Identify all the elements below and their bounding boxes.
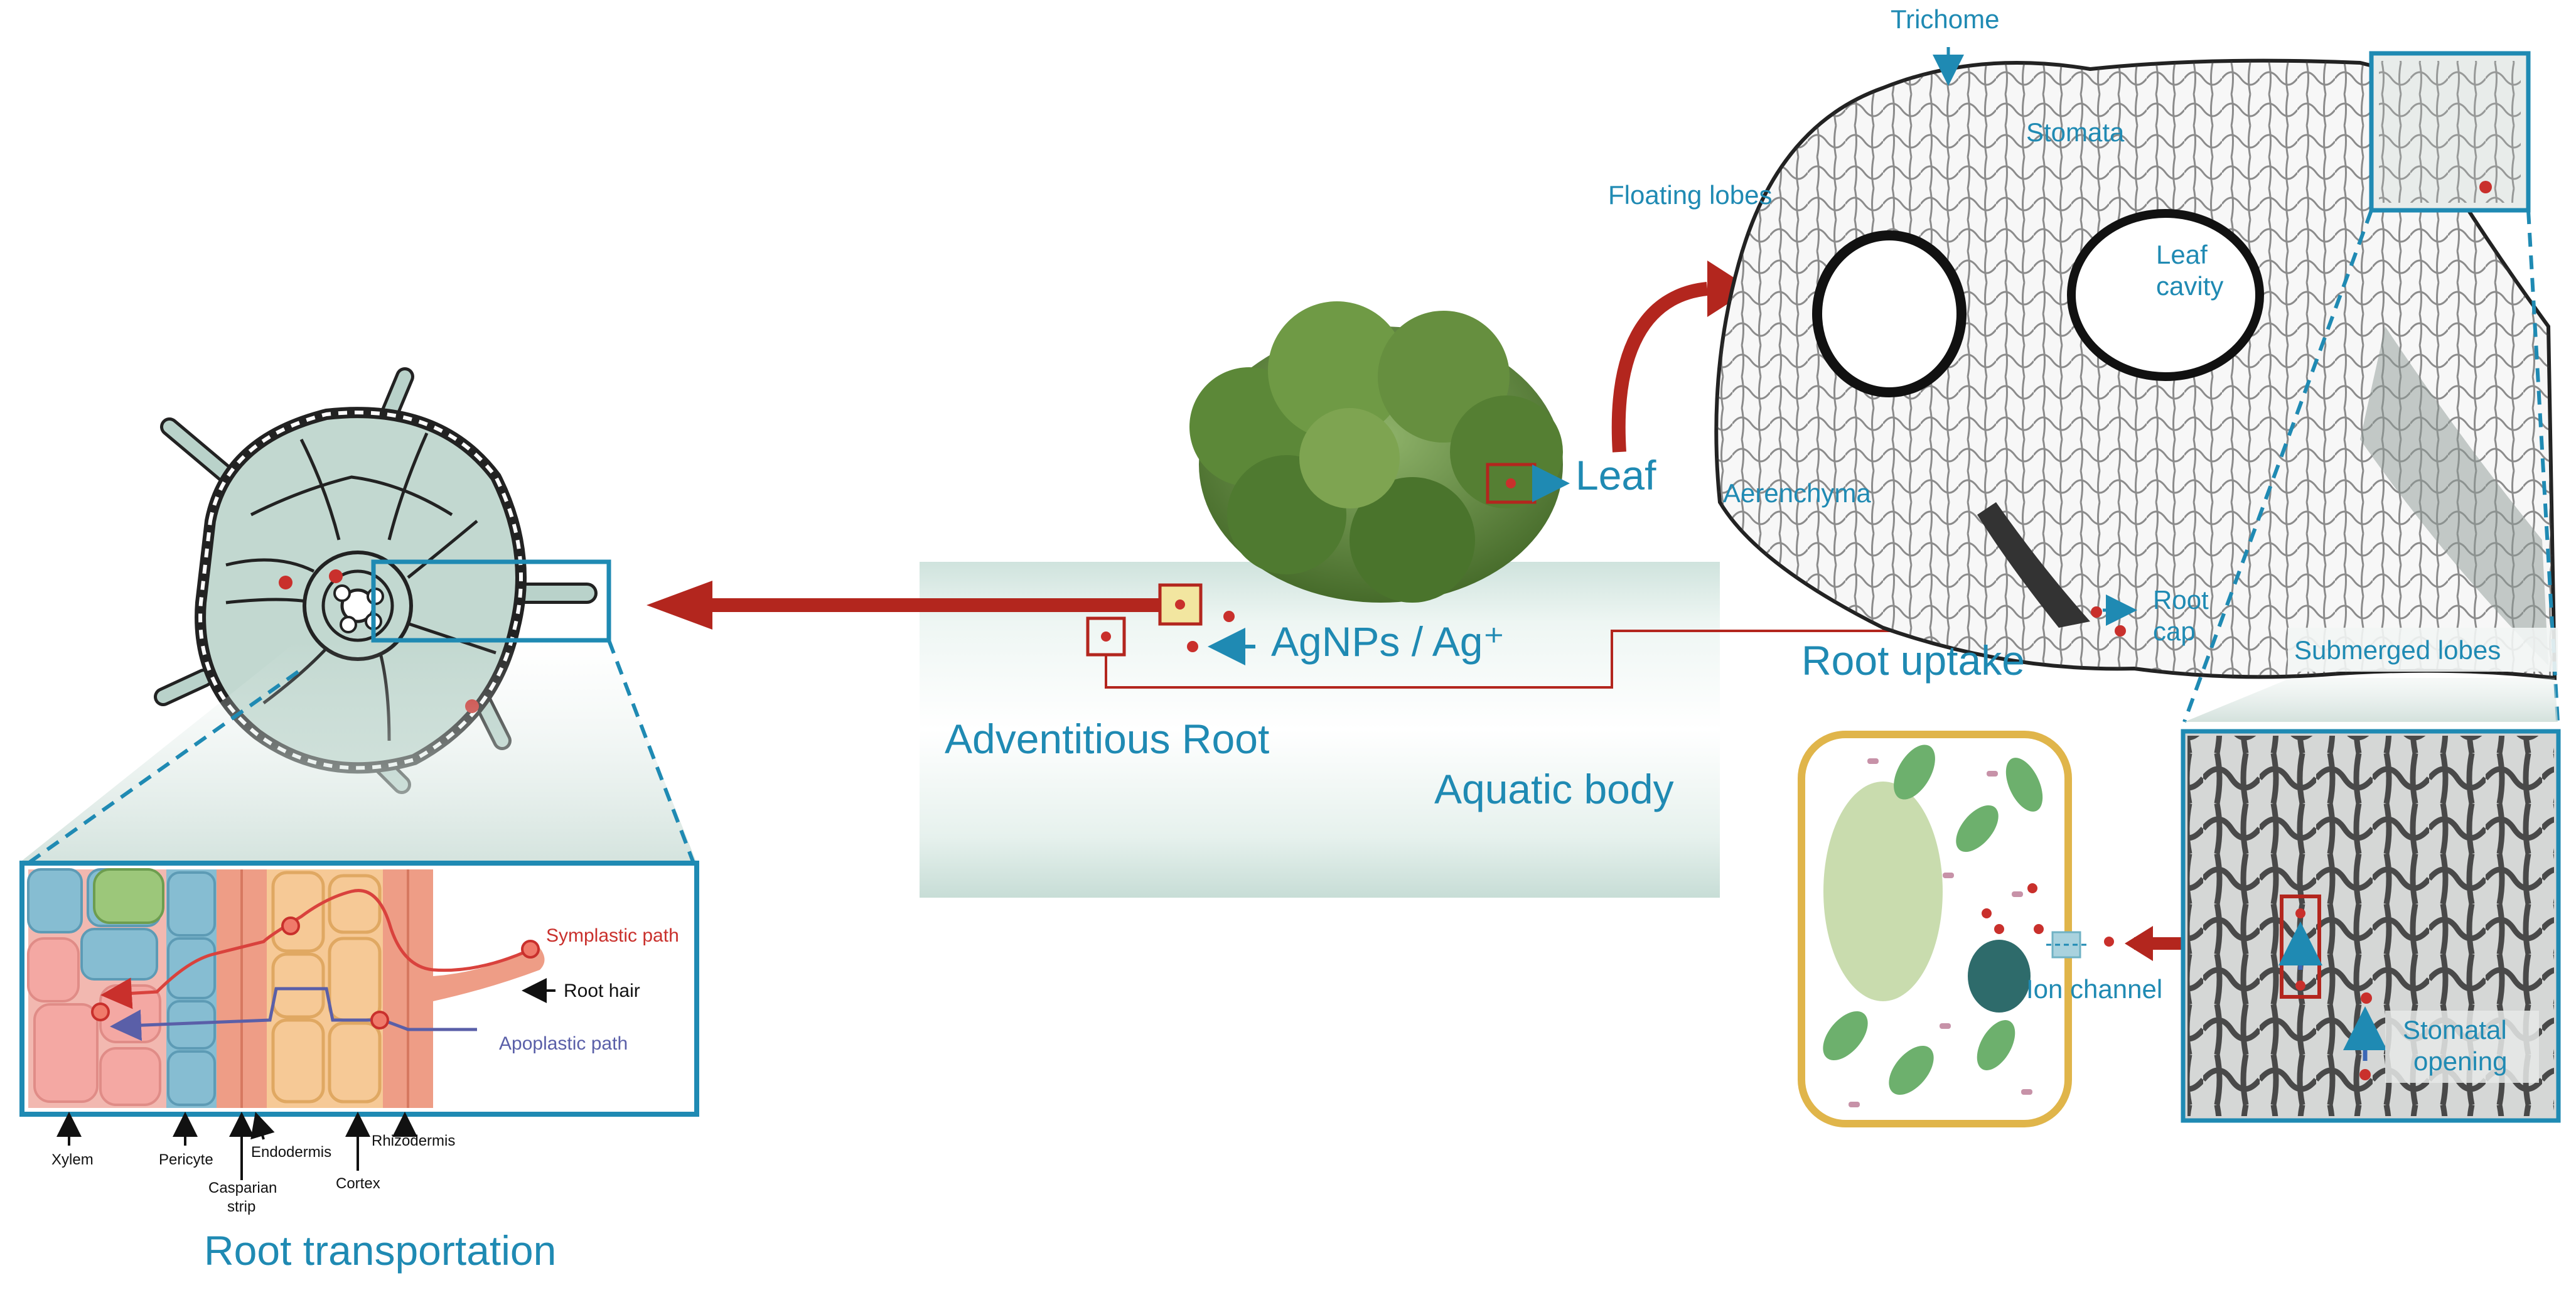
submerged-lobes-label: Submerged lobes [2294, 635, 2501, 665]
leaf-cavity-label: Leaf [2156, 240, 2208, 269]
pericyte-label: Pericyte [159, 1151, 213, 1168]
stomatal-opening-label: Stomatal [2403, 1015, 2507, 1045]
root-hair-label: Root hair [564, 981, 640, 1001]
rhizodermis-label: Rhizodermis [372, 1132, 455, 1149]
leaf-cross-section: Trichome Stomata Floating lobes Leaf cav… [1608, 4, 2560, 723]
chloroplast [1889, 1045, 1934, 1095]
adventitious-root-label: Adventitious Root [945, 716, 1269, 762]
particle [91, 1002, 110, 1021]
stomata-label: Stomata [2026, 117, 2125, 147]
chloroplast [1956, 805, 1999, 852]
particle [2295, 908, 2305, 918]
endodermis-label: Endodermis [251, 1144, 331, 1161]
chloroplast [1894, 744, 1935, 800]
particle [1101, 632, 1111, 642]
root-cap-label: cap [2153, 616, 2196, 646]
particle [1175, 599, 1185, 610]
vacuole [1823, 782, 1943, 1001]
plant-cell: Ion channel [1798, 731, 2162, 1127]
casparian-strip-label: strip [227, 1198, 255, 1215]
particle [2361, 992, 2372, 1004]
particle [370, 1011, 389, 1029]
aerenchyma-label: Aerenchyma [1723, 478, 1871, 508]
particle [2091, 606, 2102, 618]
particle [2295, 981, 2305, 991]
leaf-label: Leaf [1575, 452, 1656, 498]
particle [2104, 937, 2114, 947]
chloroplast [1823, 1011, 1868, 1061]
particle [279, 576, 292, 589]
root-uptake-label: Root uptake [1801, 637, 2025, 684]
particle [329, 569, 343, 583]
root-hair-protrusion [433, 948, 545, 1001]
frond-image [1189, 301, 1563, 603]
symplastic-path-line [100, 889, 529, 1009]
particle [281, 916, 300, 935]
particle [1223, 611, 1235, 622]
chloroplast [2005, 758, 2043, 812]
root-uptake-connector [1105, 630, 2115, 689]
symplastic-path-label: Symplastic path [546, 925, 679, 946]
zoom-guide-line [2526, 210, 2560, 723]
stomata-zoom-fan [2184, 678, 2558, 722]
particle [2115, 625, 2126, 637]
root-zoom-fan [19, 640, 697, 863]
particle [521, 940, 540, 959]
stomatal-opening-label: opening [2413, 1046, 2507, 1076]
particle [1187, 641, 1198, 652]
zoom-guide-line [27, 670, 299, 865]
zoom-guide-line [607, 639, 695, 864]
zoom-guide-line [2182, 209, 2373, 723]
particle [1982, 908, 1992, 918]
apoplastic-path-label: Apoplastic path [499, 1033, 628, 1054]
to-leaf-arrow [1611, 261, 1751, 453]
trichome-label: Trichome [1891, 4, 1999, 34]
to-root-arrow [647, 581, 1161, 630]
stomatal-panel: Stomatal opening [2181, 729, 2561, 1123]
floating-lobes-label: Floating lobes [1608, 180, 1773, 210]
particle [2034, 924, 2044, 934]
particle [2479, 181, 2492, 193]
tissue-labels: Xylem Pericyte Casparian strip Endodermi… [51, 1112, 455, 1215]
cortex-label: Cortex [336, 1175, 380, 1192]
casparian-strip-label: Casparian [208, 1180, 277, 1196]
root-tissue-panel: Symplastic path Root hair Apoplastic pat… [19, 861, 699, 1117]
xylem-label: Xylem [51, 1151, 94, 1168]
aquatic-body-scene: Leaf AgNPs / Ag⁺ Adventitious Root Aquat… [920, 301, 2115, 898]
root-transportation-title: Root transportation [204, 1227, 556, 1274]
aquatic-body-label: Aquatic body [1434, 766, 1674, 812]
nucleus [1968, 940, 2031, 1013]
particle [1506, 478, 1516, 488]
leaf-cavity-label: cavity [2156, 271, 2223, 301]
root-cap-label: Root [2153, 585, 2209, 615]
ion-channel-label: Ion channel [2026, 974, 2162, 1004]
agnps-label: AgNPs / Ag⁺ [1271, 618, 1505, 665]
particle [2359, 1069, 2371, 1080]
particle [2027, 883, 2037, 893]
water-body [920, 562, 1720, 898]
chloroplast [1977, 1020, 2015, 1070]
apoplastic-path-line [110, 987, 477, 1041]
particle [1994, 924, 2004, 934]
